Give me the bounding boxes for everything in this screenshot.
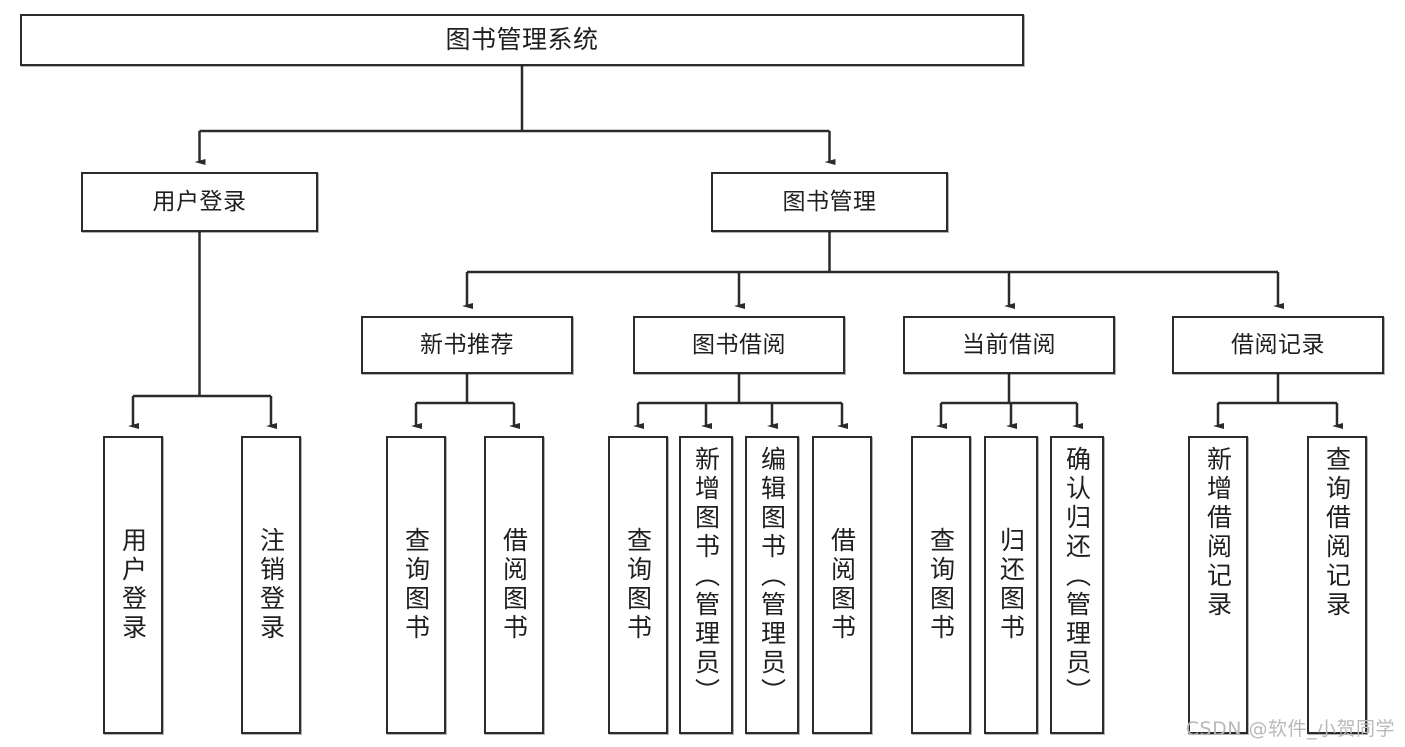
node-label: 编辑图书（管理员） [757, 446, 787, 707]
node-leaf-confirm-ret[interactable]: 确认归还（管理员） [1050, 436, 1104, 734]
node-label: 图书管理系统 [445, 25, 599, 55]
node-book-manage[interactable]: 图书管理 [711, 172, 948, 232]
node-label: 查询图书 [401, 527, 431, 643]
node-current-borrow[interactable]: 当前借阅 [903, 316, 1115, 374]
node-label: 新增借阅记录 [1203, 446, 1233, 620]
node-label: 注销登录 [256, 527, 286, 643]
node-label: 图书借阅 [692, 331, 786, 358]
node-label: 新书推荐 [420, 331, 514, 358]
node-leaf-add-record[interactable]: 新增借阅记录 [1188, 436, 1248, 734]
node-label: 查询图书 [926, 527, 956, 643]
node-label: 归还图书 [996, 527, 1026, 643]
node-book-borrow[interactable]: 图书借阅 [633, 316, 845, 374]
node-root[interactable]: 图书管理系统 [20, 14, 1024, 66]
node-label: 查询图书 [623, 527, 653, 643]
node-leaf-query-book-2[interactable]: 查询图书 [608, 436, 668, 734]
node-label: 图书管理 [782, 188, 877, 215]
node-label: 用户登录 [118, 527, 148, 643]
node-label: 用户登录 [152, 188, 247, 215]
node-leaf-borrow-book-1[interactable]: 借阅图书 [484, 436, 544, 734]
node-leaf-return-book[interactable]: 归还图书 [984, 436, 1038, 734]
node-leaf-query-book-3[interactable]: 查询图书 [911, 436, 971, 734]
node-leaf-user-logout[interactable]: 注销登录 [241, 436, 301, 734]
node-leaf-edit-book[interactable]: 编辑图书（管理员） [745, 436, 799, 734]
node-leaf-query-record[interactable]: 查询借阅记录 [1307, 436, 1367, 734]
node-label: 借阅记录 [1231, 331, 1325, 358]
node-label: 借阅图书 [827, 527, 857, 643]
node-label: 确认归还（管理员） [1062, 446, 1092, 707]
node-user-login[interactable]: 用户登录 [81, 172, 318, 232]
node-label: 当前借阅 [962, 331, 1056, 358]
node-new-book-rec[interactable]: 新书推荐 [361, 316, 573, 374]
node-leaf-add-book[interactable]: 新增图书（管理员） [679, 436, 733, 734]
node-leaf-query-book-1[interactable]: 查询图书 [386, 436, 446, 734]
node-label: 借阅图书 [499, 527, 529, 643]
watermark-text: CSDN @软件_小贺同学 [1185, 718, 1395, 740]
node-leaf-borrow-book-2[interactable]: 借阅图书 [812, 436, 872, 734]
node-label: 查询借阅记录 [1322, 446, 1352, 620]
node-label: 新增图书（管理员） [691, 446, 721, 707]
node-borrow-record[interactable]: 借阅记录 [1172, 316, 1384, 374]
node-leaf-user-login[interactable]: 用户登录 [103, 436, 163, 734]
